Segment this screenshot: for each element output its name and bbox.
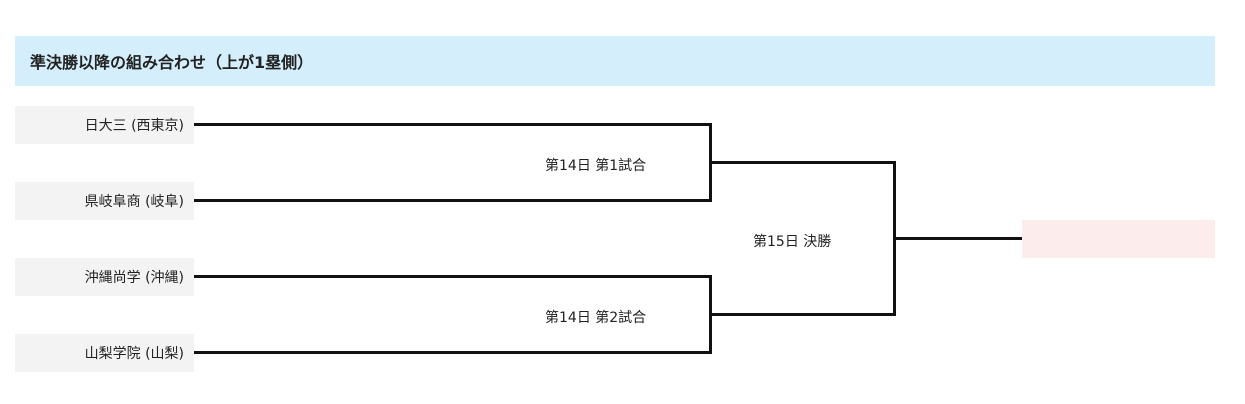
team-slot-1: 日大三 (西東京) bbox=[15, 106, 194, 144]
bracket-line-team-2 bbox=[194, 199, 712, 202]
bracket-line-final-winner bbox=[893, 237, 1022, 240]
bracket-title: 準決勝以降の組み合わせ（上が1塁側） bbox=[15, 36, 1215, 86]
game-label-semifinal-1: 第14日 第1試合 bbox=[545, 158, 647, 174]
bracket-line-team-1 bbox=[194, 123, 712, 126]
game-label-final: 第15日 決勝 bbox=[753, 234, 832, 250]
bracket-line-semifinal-1-winner bbox=[709, 161, 896, 164]
bracket-line-semifinal-2-winner bbox=[709, 313, 896, 316]
bracket-line-team-3 bbox=[194, 275, 712, 278]
team-slot-2: 県岐阜商 (岐阜) bbox=[15, 182, 194, 220]
game-label-semifinal-2: 第14日 第2試合 bbox=[545, 310, 647, 326]
bracket-line-team-4 bbox=[194, 351, 712, 354]
team-slot-4: 山梨学院 (山梨) bbox=[15, 334, 194, 372]
team-slot-3: 沖縄尚学 (沖縄) bbox=[15, 258, 194, 296]
champion-slot bbox=[1022, 220, 1215, 258]
